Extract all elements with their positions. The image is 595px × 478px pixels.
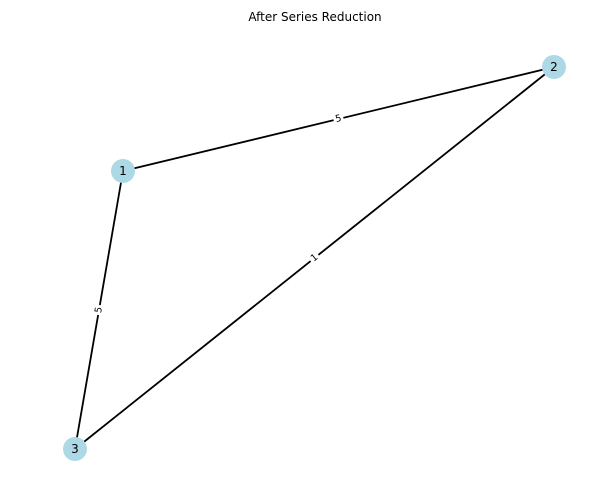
edge-label-1-2: 5 bbox=[334, 113, 342, 125]
diagram-title: After Series Reduction bbox=[248, 10, 381, 24]
edge-label-1-3: 5 bbox=[93, 306, 105, 314]
node-1 bbox=[111, 159, 135, 183]
node-label-3: 3 bbox=[71, 442, 79, 456]
edge-label-group-1-3: 5 bbox=[92, 304, 106, 316]
node-label-1: 1 bbox=[119, 164, 127, 178]
node-label-2: 2 bbox=[550, 60, 558, 74]
node-3 bbox=[63, 437, 87, 461]
edge-label-group-1-2: 5 bbox=[332, 111, 345, 127]
edge-label-2-3: 1 bbox=[309, 252, 321, 264]
edge-labels-layer: 5 1 5 bbox=[92, 111, 345, 316]
nodes-layer: 1 2 3 bbox=[63, 55, 566, 461]
node-2 bbox=[542, 55, 566, 79]
edge-label-background bbox=[92, 304, 106, 316]
edge-label-group-2-3: 1 bbox=[306, 250, 323, 266]
edge-label-background bbox=[306, 250, 323, 266]
edge-label-background bbox=[332, 111, 345, 127]
